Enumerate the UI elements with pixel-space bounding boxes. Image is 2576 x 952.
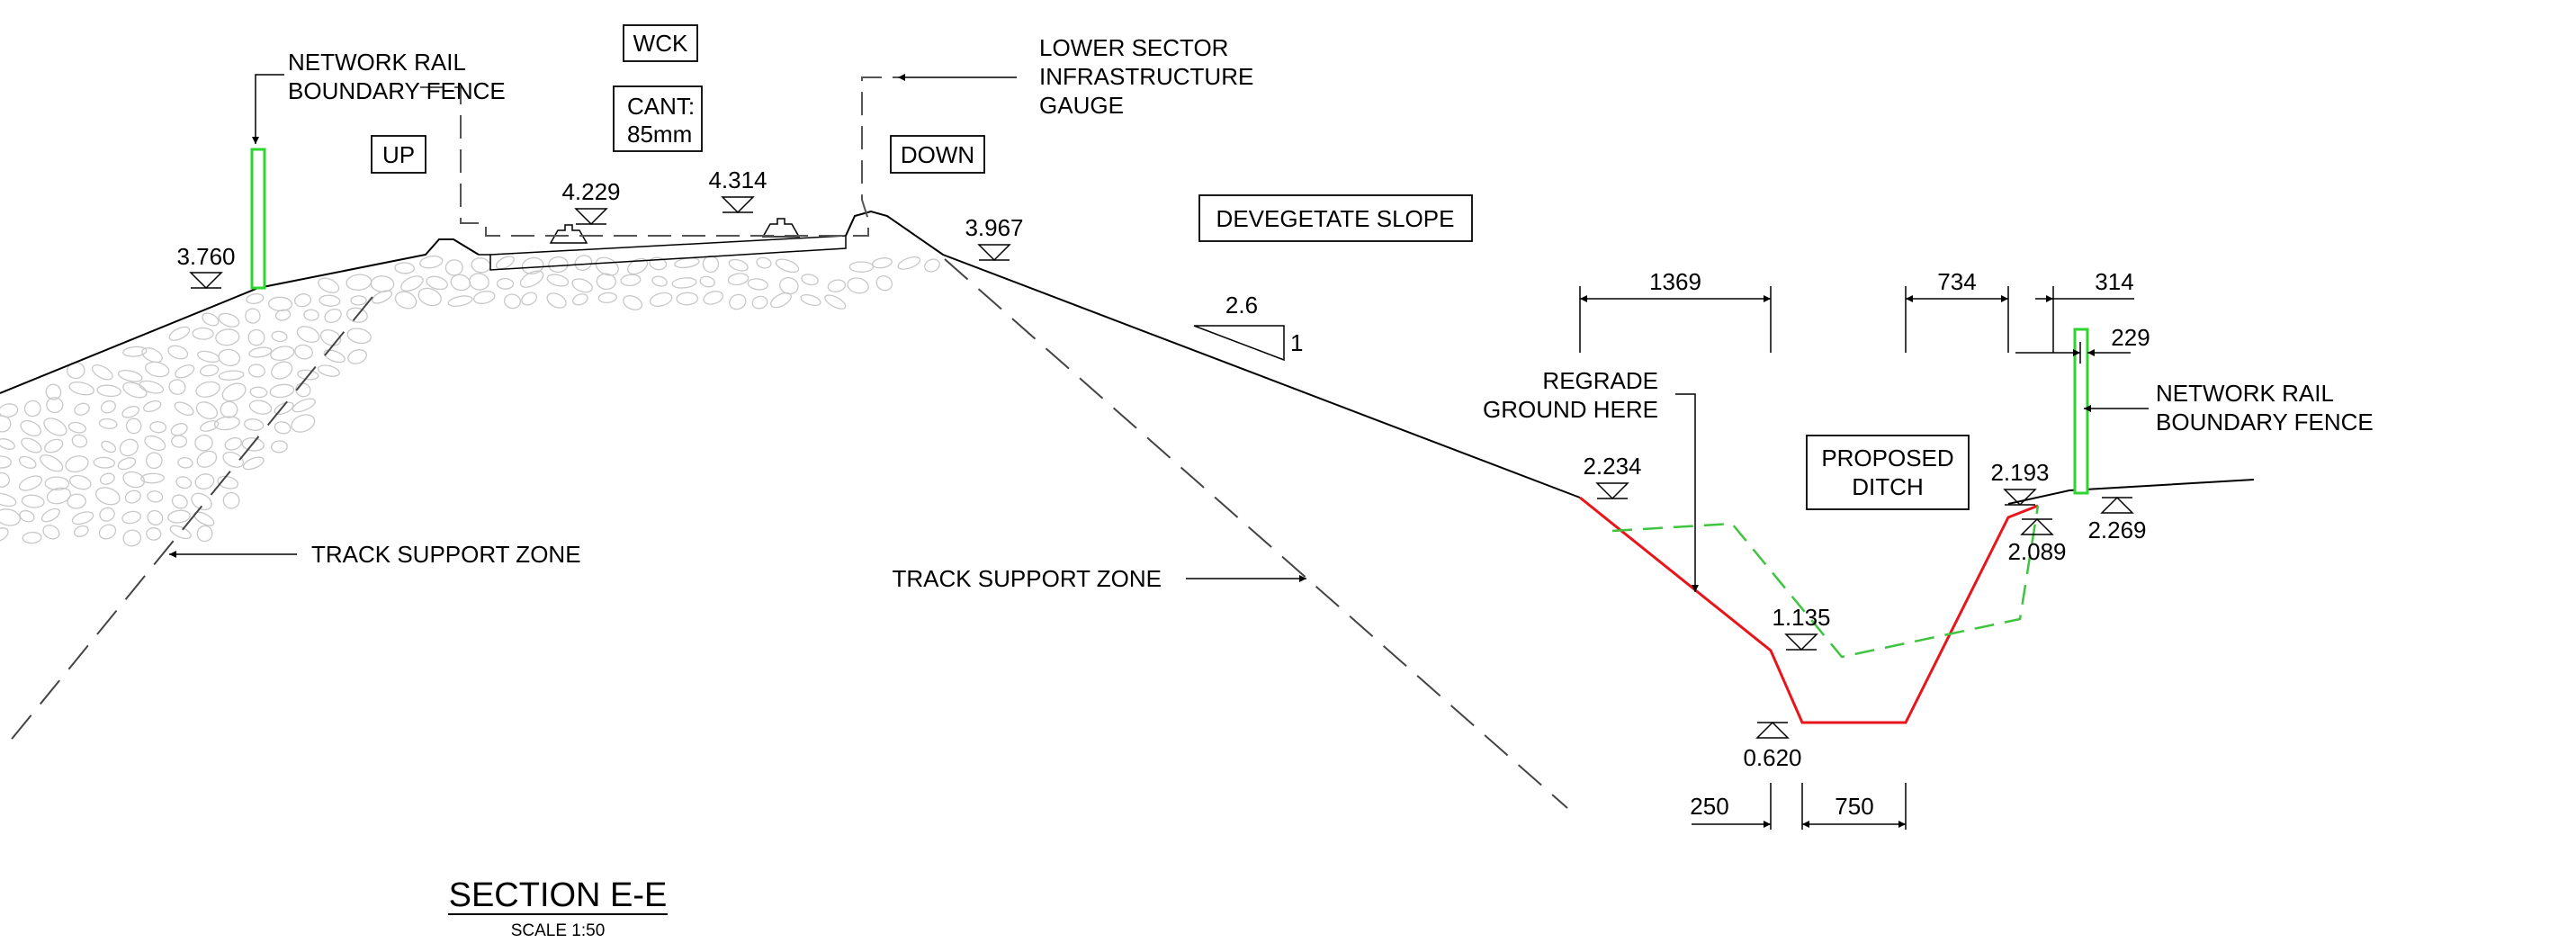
level-marker-4229: 4.229 (561, 178, 621, 226)
svg-text:2.193: 2.193 (1990, 459, 2049, 486)
svg-text:2.089: 2.089 (2007, 538, 2066, 565)
slope-ratio-triangle (1193, 325, 1285, 362)
boundary-fence-left (250, 148, 266, 290)
level-marker-3760: 3.760 (176, 243, 236, 290)
level-marker-2089: 2.089 (2007, 517, 2067, 565)
fence-left-note-line2: BOUNDARY FENCE (288, 77, 506, 104)
section-scale: SCALE 1:50 (511, 921, 606, 940)
svg-text:1.135: 1.135 (1772, 604, 1830, 631)
regraded-profile (1579, 496, 2039, 724)
tsz-right-label: TRACK SUPPORT ZONE (892, 565, 1162, 592)
slope-ratio-rise: 1 (1290, 329, 1303, 356)
section-title: SECTION E-E (449, 876, 668, 914)
regrade-leader (1675, 393, 1699, 592)
devegetate-label: DEVEGETATE SLOPE (1216, 205, 1455, 232)
gauge-note-line2: INFRASTRUCTURE (1039, 63, 1253, 90)
up-box (371, 135, 426, 174)
wck-box (623, 24, 698, 62)
dimension-734: 734 (1905, 268, 2009, 353)
svg-text:2.234: 2.234 (1583, 453, 1641, 480)
slope-ratio-run: 2.6 (1225, 292, 1258, 319)
sleeper (489, 235, 847, 271)
fence-left-note-line1: NETWORK RAIL (288, 49, 466, 76)
cant-box (613, 85, 703, 152)
level-marker-4314: 4.314 (708, 166, 767, 214)
level-marker-2269: 2.269 (2087, 496, 2147, 543)
level-marker-0620: 0.620 (1743, 721, 1802, 771)
proposed-ditch-box (1806, 435, 1970, 510)
wck-label: WCK (633, 30, 688, 57)
track-support-zone-right-line (944, 258, 1568, 809)
dimension-250: 250 (1690, 783, 1772, 830)
ballast-hatch (0, 255, 940, 547)
dimension-750: 750 (1801, 783, 1907, 830)
rail-left (549, 224, 588, 244)
svg-text:250: 250 (1690, 793, 1728, 820)
down-box (890, 135, 985, 174)
boundary-fence-right (2073, 328, 2089, 495)
proposed-ditch-line2: DITCH (1852, 473, 1923, 500)
infrastructure-gauge-outline (420, 76, 898, 237)
tsz-left-label: TRACK SUPPORT ZONE (311, 541, 581, 568)
gauge-note-line1: LOWER SECTOR (1039, 34, 1228, 61)
existing-ground-top-right (845, 210, 1581, 498)
down-label: DOWN (901, 141, 974, 168)
svg-text:0.620: 0.620 (1743, 744, 1801, 771)
existing-ground-far-right (2007, 479, 2255, 505)
svg-text:750: 750 (1835, 793, 1873, 820)
dimension-229: 229 (2015, 324, 2150, 364)
level-marker-3967: 3.967 (965, 214, 1024, 262)
dimension-314: 314 (2035, 268, 2134, 353)
fence-right-note-line2: BOUNDARY FENCE (2156, 409, 2374, 436)
gauge-note-line3: GAUGE (1039, 92, 1124, 119)
up-label: UP (382, 141, 415, 168)
regrade-note-line2: GROUND HERE (1483, 396, 1658, 423)
regrade-note-line1: REGRADE (1542, 367, 1658, 394)
svg-text:314: 314 (2095, 268, 2133, 295)
level-marker-2193: 2.193 (1990, 459, 2050, 507)
track-support-zone-left-line (8, 296, 373, 743)
proposed-ditch-outline (1611, 505, 2040, 659)
fence-right-note-line1: NETWORK RAIL (2156, 380, 2334, 407)
svg-text:2.269: 2.269 (2087, 516, 2146, 543)
svg-text:1369: 1369 (1649, 268, 1701, 295)
svg-text:3.760: 3.760 (176, 243, 235, 270)
svg-text:229: 229 (2111, 324, 2150, 351)
proposed-ditch-line1: PROPOSED (1821, 445, 1953, 472)
svg-text:3.967: 3.967 (965, 214, 1023, 241)
fence-left-leader (252, 74, 284, 144)
cant-label-line2: 85mm (627, 121, 692, 148)
devegetate-box (1198, 194, 1473, 242)
svg-text:734: 734 (1937, 268, 1976, 295)
cant-label-line1: CANT: (627, 93, 695, 120)
existing-ground-left (0, 238, 480, 394)
dimension-1369: 1369 (1579, 268, 1772, 353)
svg-text:4.314: 4.314 (708, 166, 767, 193)
svg-text:4.229: 4.229 (561, 178, 620, 205)
rail-right (761, 218, 801, 238)
level-marker-2234: 2.234 (1583, 453, 1642, 500)
level-marker-1135: 1.135 (1772, 604, 1831, 651)
